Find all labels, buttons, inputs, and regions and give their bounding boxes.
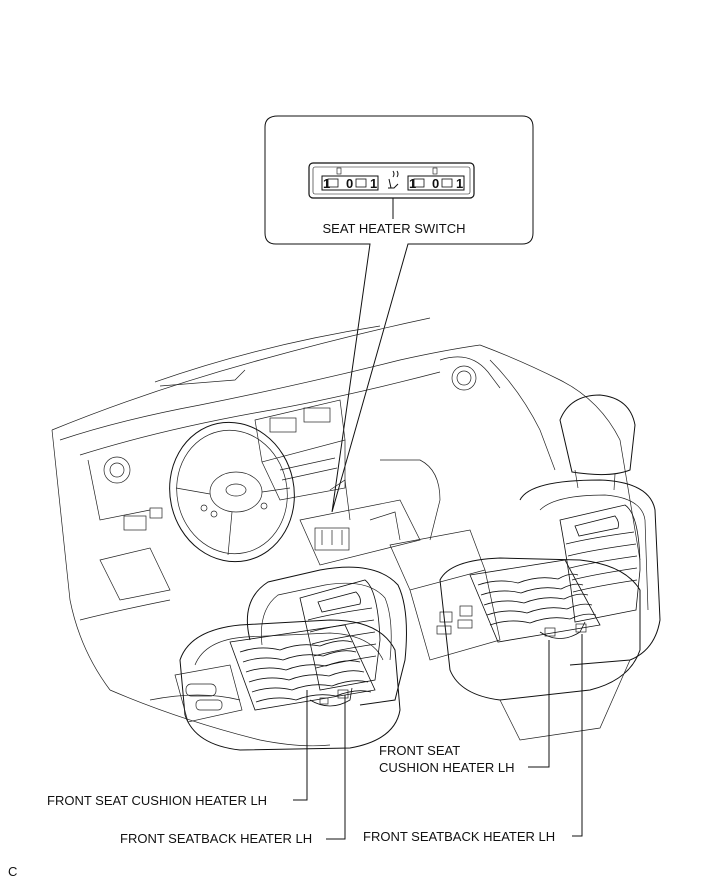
seat-heater-switch: 1 0 1 1 0 1: [308, 162, 475, 219]
cushion-rh-label-line2: CUSHION HEATER LH: [379, 760, 515, 775]
svg-text:1: 1: [323, 176, 330, 191]
svg-text:0: 0: [346, 176, 353, 191]
callout-box: [264, 115, 534, 513]
left-rocker-switch: 1 0 1: [321, 175, 379, 191]
right-front-seat: [439, 394, 661, 741]
svg-text:1: 1: [409, 176, 416, 191]
seatback-rh-label: FRONT SEATBACK HEATER LH: [363, 829, 555, 844]
leader-lines: [293, 634, 583, 840]
left-front-seat: [174, 566, 407, 751]
cushion-rh-label-line1: FRONT SEAT: [379, 743, 460, 758]
car-interior-drawing: [51, 317, 661, 751]
left-seatback-heater-mat: [299, 579, 381, 691]
seatback-lh-label: FRONT SEATBACK HEATER LH: [120, 831, 312, 846]
steering-wheel: [169, 421, 295, 563]
svg-text:1: 1: [370, 176, 377, 191]
right-cushion-heater-mat: [469, 559, 601, 643]
figure-code: C: [8, 864, 17, 879]
seat-heater-icon: [388, 170, 399, 189]
seat-heater-switch-label: SEAT HEATER SWITCH: [322, 221, 465, 236]
right-seatback-heater-mat: [559, 504, 641, 623]
right-rocker-switch: 1 0 1: [407, 175, 465, 191]
svg-text:0: 0: [432, 176, 439, 191]
cushion-lh-label: FRONT SEAT CUSHION HEATER LH: [47, 793, 267, 808]
svg-text:1: 1: [456, 176, 463, 191]
left-cushion-heater-mat: [229, 624, 376, 711]
